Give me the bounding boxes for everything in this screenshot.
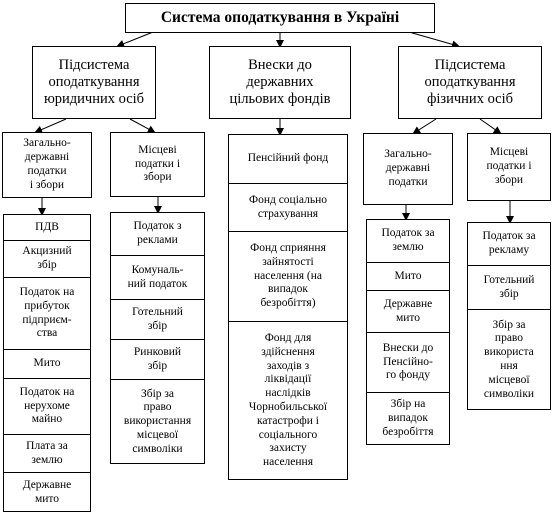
group-personal-state-taxes: Загально- державні податки — [363, 133, 453, 205]
list-item: Податок за рекламу — [482, 230, 536, 256]
list-item: Податок з реклами — [133, 220, 182, 246]
list-item: Мито — [367, 262, 449, 290]
diagram-title: Система оподаткування в Україні — [125, 3, 435, 33]
arrow-personal-to-state — [412, 118, 437, 135]
list-item: Готельний збір — [111, 299, 204, 339]
list-item: Збір за право використання місцевої симв… — [111, 379, 204, 464]
subsystem-legal-entities: Підсистема оподаткування юридичних осіб — [32, 46, 156, 119]
list-item: Податок за землю — [381, 227, 435, 253]
list-legal-state-taxes: ПДВ Акцизний збір Податок на прибуток пі… — [3, 214, 91, 512]
list-item: Готельний збір — [468, 265, 550, 309]
list-item: ПДВ — [35, 220, 59, 233]
subsystem-individuals: Підсистема оподаткування фізичних осіб — [398, 46, 542, 119]
arrow-personal-to-local — [479, 118, 502, 135]
list-item: Фонд соціально страхування — [229, 183, 347, 231]
list-personal-state-taxes: Податок за землю Мито Державне мито Внес… — [366, 219, 450, 445]
list-item: Збір за право використа ння місцевої сим… — [468, 309, 550, 410]
subsystem-state-funds: Внески до державних цільових фондів — [209, 46, 351, 119]
list-item: Плата за землю — [4, 434, 90, 472]
list-item: Фонд сприяння зайнятості населення (на в… — [229, 231, 347, 321]
list-item: Податок на нерухоме майно — [4, 378, 90, 434]
list-item: Збір на випадок безробіття — [367, 392, 449, 445]
list-item: Ринковий збір — [111, 339, 204, 379]
group-personal-local-taxes: Місцеві податки і збори — [467, 133, 551, 201]
list-item: Податок на прибуток підприєм- ства — [4, 277, 90, 349]
list-item: Пенсійний фонд — [247, 152, 329, 165]
list-legal-local-taxes: Податок з реклами Комуналь- ний податок … — [110, 212, 205, 464]
group-legal-state-taxes: Загально- державні податки і збори — [2, 132, 92, 198]
group-legal-local-taxes: Місцеві податки і збори — [110, 132, 205, 197]
list-item: Комуналь- ний податок — [111, 255, 204, 299]
list-item: Внески до Пенсійно- го фонду — [367, 332, 449, 392]
list-item: Державне мито — [367, 290, 449, 332]
arrow-legal-to-state — [34, 118, 67, 134]
list-item: Мито — [4, 349, 90, 378]
list-state-funds: Пенсійний фонд Фонд соціально страхуванн… — [228, 134, 348, 480]
list-personal-local-taxes: Податок за рекламу Готельний збір Збір з… — [467, 222, 551, 410]
list-item: Акцизний збір — [4, 240, 90, 277]
list-item: Фонд для здійснення заходів з ліквідації… — [229, 321, 347, 480]
list-item: Державне мито — [4, 472, 90, 512]
arrow-legal-to-local — [129, 118, 156, 133]
